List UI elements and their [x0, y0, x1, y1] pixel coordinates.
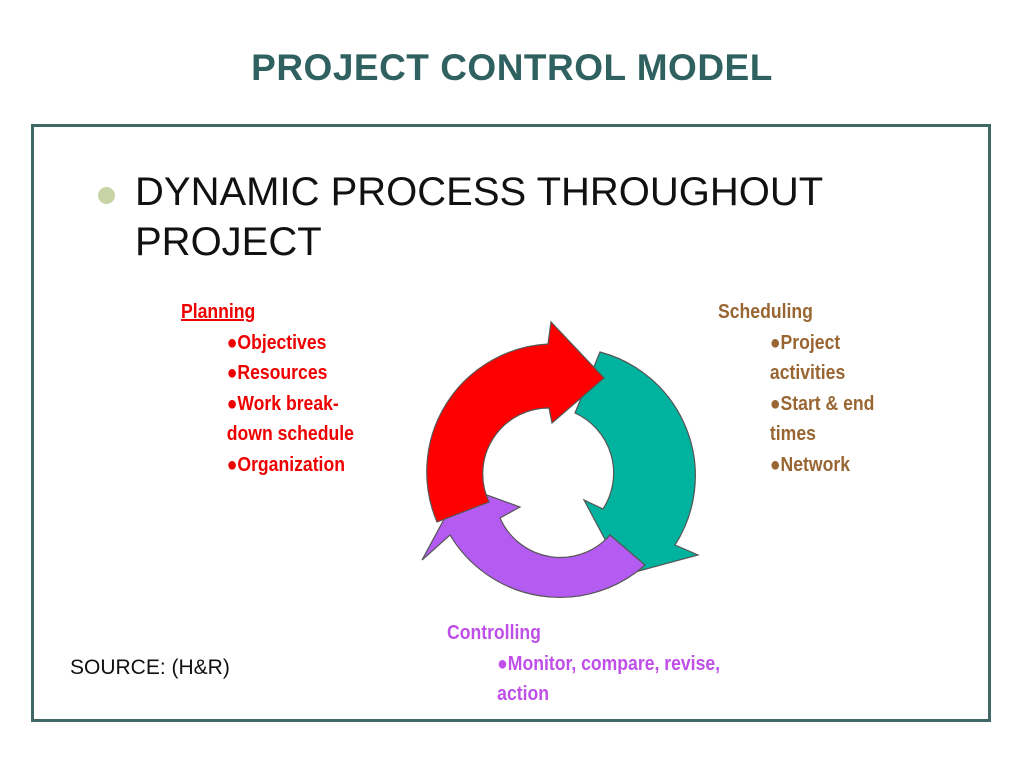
- planning-item: ●Organization: [226, 453, 345, 476]
- controlling-arrow: [421, 485, 646, 598]
- controlling-label: Controlling ●Monitor, compare, revise, a…: [447, 618, 720, 710]
- page-title: PROJECT CONTROL MODEL: [251, 47, 773, 88]
- bullet-text: DYNAMIC PROCESS THROUGHOUT PROJECT: [135, 167, 935, 267]
- scheduling-item: ●Project: [769, 331, 841, 354]
- controlling-item: ●Monitor, compare, revise,: [497, 652, 721, 675]
- scheduling-item: ●Start & end: [769, 392, 875, 415]
- scheduling-arrow: [574, 351, 700, 576]
- content-frame: [31, 124, 991, 722]
- scheduling-item: ●Network: [769, 453, 850, 476]
- planning-item: ●Resources: [226, 362, 328, 384]
- planning-item: down schedule: [226, 423, 354, 445]
- planning-arrow: [426, 320, 605, 523]
- scheduling-label: Scheduling ●Project activities ●Start & …: [718, 297, 874, 480]
- controlling-item: action: [497, 683, 549, 705]
- bullet-dot-icon: [98, 187, 115, 204]
- scheduling-heading: Scheduling: [718, 301, 813, 323]
- planning-label: Planning ●Objectives ●Resources ●Work br…: [181, 297, 354, 480]
- controlling-heading: Controlling: [447, 622, 541, 644]
- bullet-line-2: PROJECT: [135, 220, 322, 264]
- planning-heading: Planning: [181, 301, 256, 323]
- source-note: SOURCE: (H&R): [70, 656, 230, 679]
- scheduling-item: activities: [769, 362, 846, 384]
- scheduling-item: times: [769, 423, 816, 445]
- bullet-line-1: DYNAMIC PROCESS THROUGHOUT: [135, 170, 824, 214]
- planning-item: ●Work break-: [226, 392, 339, 415]
- planning-item: ●Objectives: [226, 331, 327, 354]
